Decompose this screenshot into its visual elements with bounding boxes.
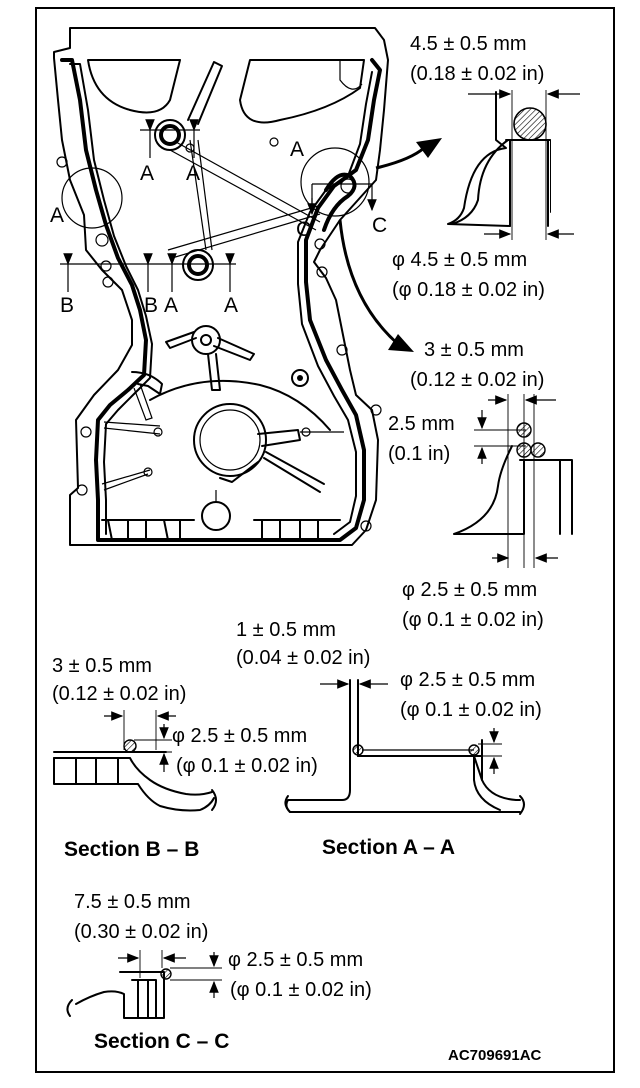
- mid-dia-mm: φ 2.5 ± 0.5 mm: [402, 579, 537, 601]
- mid-gap-in: (0.1 in): [388, 443, 450, 465]
- top-dia-mm: φ 4.5 ± 0.5 mm: [392, 249, 527, 271]
- section-label-a2: A: [186, 162, 200, 185]
- section-bb-title: Section B – B: [64, 838, 199, 861]
- bb-dia-in: (φ 0.1 ± 0.02 in): [176, 755, 318, 777]
- mid-dia-in: (φ 0.1 ± 0.02 in): [402, 609, 544, 631]
- mid-width-mm: 3 ± 0.5 mm: [424, 339, 524, 361]
- bb-width-mm: 3 ± 0.5 mm: [52, 655, 152, 677]
- section-label-a3: A: [290, 138, 304, 161]
- detail-circle-c: [300, 147, 370, 217]
- section-label-b2: B: [144, 294, 158, 317]
- callout-mid-detail: [453, 394, 573, 568]
- cc-width-in: (0.30 ± 0.02 in): [74, 921, 208, 943]
- top-width-in: (0.18 ± 0.02 in): [410, 63, 544, 85]
- section-marker-a-top: [140, 119, 200, 158]
- figure-code: AC709691AC: [448, 1047, 542, 1064]
- top-dia-in: (φ 0.18 ± 0.02 in): [392, 279, 545, 301]
- timing-chain-case: [53, 27, 389, 546]
- figure-frame: [35, 7, 615, 1073]
- cc-dia-mm: φ 2.5 ± 0.5 mm: [228, 949, 363, 971]
- bb-dia-mm: φ 2.5 ± 0.5 mm: [172, 725, 307, 747]
- callout-top-detail: [447, 89, 580, 240]
- bb-width-in: (0.12 ± 0.02 in): [52, 683, 186, 705]
- mid-width-in: (0.12 ± 0.02 in): [410, 369, 544, 391]
- aa-width-mm: 1 ± 0.5 mm: [236, 619, 336, 641]
- section-cc-title: Section C – C: [94, 1030, 229, 1053]
- section-label-c1: C: [296, 218, 311, 241]
- section-aa-title: Section A – A: [322, 836, 455, 859]
- section-label-a5: A: [164, 294, 178, 317]
- section-label-a1: A: [140, 162, 154, 185]
- cc-dia-in: (φ 0.1 ± 0.02 in): [230, 979, 372, 1001]
- section-label-a6: A: [224, 294, 238, 317]
- detail-c-bead: [322, 172, 357, 232]
- aa-width-in: (0.04 ± 0.02 in): [236, 647, 370, 669]
- top-width-mm: 4.5 ± 0.5 mm: [410, 33, 527, 55]
- sealant-bead: [60, 58, 382, 542]
- cc-width-mm: 7.5 ± 0.5 mm: [74, 891, 191, 913]
- section-cc-drawing: [66, 950, 222, 1019]
- section-marker-b-a-mid: [60, 253, 236, 292]
- section-label-b1: B: [60, 294, 74, 317]
- detail-circle-a-left: [61, 167, 123, 229]
- section-bb-drawing: [53, 710, 217, 812]
- section-label-a4: A: [50, 204, 64, 227]
- section-marker-c: [307, 183, 377, 216]
- aa-dia-mm: φ 2.5 ± 0.5 mm: [400, 669, 535, 691]
- section-aa-drawing: [284, 679, 525, 815]
- aa-dia-in: (φ 0.1 ± 0.02 in): [400, 699, 542, 721]
- section-label-c2: C: [372, 214, 387, 237]
- mid-gap-mm: 2.5 mm: [388, 413, 455, 435]
